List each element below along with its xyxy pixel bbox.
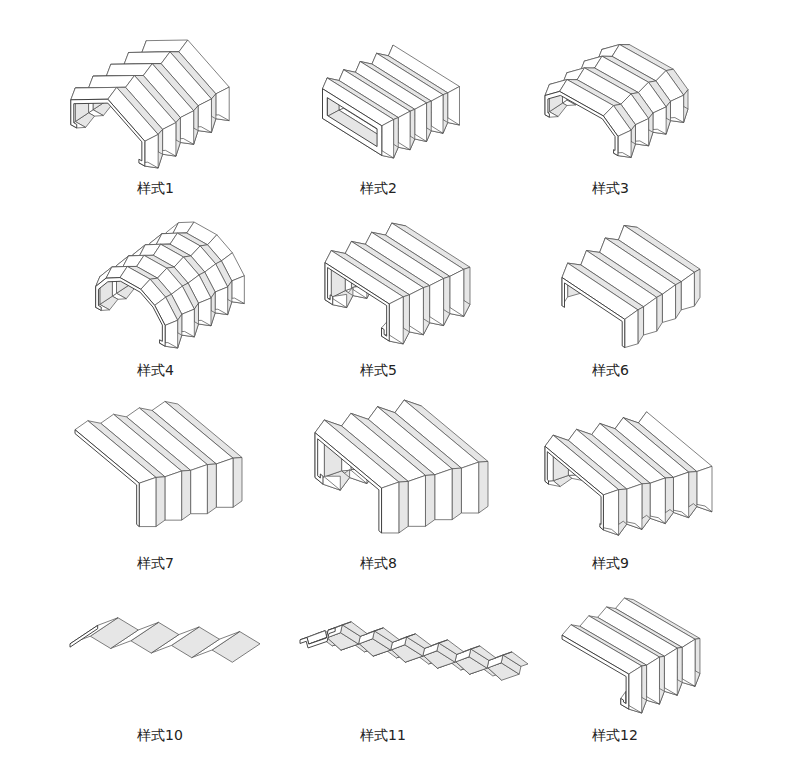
bellows-pleat: [182, 470, 191, 520]
bellows-end-frame: [325, 263, 389, 341]
bellows-pleat: [171, 627, 219, 658]
bellows-pleat: [562, 625, 642, 674]
bellows-pleat: [452, 468, 461, 520]
style-label: 样式4: [137, 361, 174, 379]
bellows-pleat: [191, 465, 208, 514]
bellows-pleat: [75, 421, 156, 484]
bellows-pleat: [664, 648, 677, 695]
bellows-pleat: [165, 471, 182, 520]
bellows-figure: [315, 400, 488, 533]
bellows-pleat: [625, 310, 638, 348]
style-label: 样式5: [360, 361, 397, 379]
bellows-figure: [75, 401, 242, 526]
bellows-figure: [71, 40, 229, 168]
bellows-pleat: [681, 272, 694, 310]
bellows-end-frame: [300, 628, 335, 648]
bellows-figure: [562, 225, 700, 347]
bellows-figure: [325, 223, 470, 344]
bellows-end-frame: [71, 99, 145, 166]
bellows-end-frame: [75, 430, 139, 527]
bellows-end-frame: [562, 278, 625, 348]
bellows-figure: [545, 412, 712, 535]
bellows-pleat: [325, 251, 403, 304]
bellows-pleat: [108, 87, 158, 141]
style-label: 样式11: [360, 726, 406, 744]
bellows-pleat: [638, 307, 644, 344]
bellows-figure: [70, 618, 260, 663]
style-label: 样式3: [592, 179, 629, 197]
bellows-end-frame: [70, 625, 98, 647]
bellows-pleat: [207, 464, 216, 514]
bellows-end-frame: [545, 446, 603, 530]
style-label: 样式10: [137, 726, 183, 744]
bellows-figure: [545, 45, 688, 158]
bellows-pleat: [461, 462, 478, 513]
bellows-pleat: [545, 435, 619, 495]
bellows-pleat: [425, 475, 434, 527]
bellows-end-frame: [96, 278, 165, 347]
bellows-figure: [300, 622, 528, 680]
bellows-pleat: [435, 469, 452, 520]
bellows-pleat: [233, 458, 242, 508]
bellows-pleat: [156, 477, 165, 527]
bellows-pleat: [682, 639, 695, 686]
bellows-pleat: [139, 477, 156, 526]
style-label: 样式8: [360, 554, 397, 572]
bellows-pleat: [408, 475, 425, 526]
bellows-pleat: [657, 294, 663, 331]
bellows-pleat: [644, 297, 657, 335]
bellows-pleat: [212, 632, 260, 663]
bellows-pleat: [629, 666, 642, 713]
bellows-pleat: [676, 282, 682, 319]
bellows-end-frame: [315, 433, 382, 533]
style-label: 样式9: [592, 554, 629, 572]
bellows-pleat: [647, 657, 660, 704]
bellows-pleat: [216, 458, 233, 507]
bellows-figure: [562, 598, 700, 713]
bellows-pleat: [90, 618, 138, 649]
bellows-pleat: [662, 285, 675, 323]
bellows-pleat: [399, 481, 408, 533]
bellows-pleat: [131, 622, 179, 653]
bellows-figure: [96, 222, 245, 348]
bellows-end-frame: [323, 89, 382, 156]
style-label: 样式6: [592, 361, 629, 379]
style-label: 样式12: [592, 726, 638, 744]
bellows-pleat: [479, 461, 488, 513]
style-label: 样式2: [360, 179, 397, 197]
style-label: 样式7: [137, 554, 174, 572]
bellows-pleat: [382, 482, 399, 533]
bellows-figure: [323, 45, 460, 158]
bellows-pleat: [562, 263, 638, 319]
bellows-end-frame: [562, 635, 629, 709]
style-label: 样式1: [137, 179, 174, 197]
bellows-end-frame: [545, 91, 618, 155]
bellows-pleat: [315, 420, 399, 488]
bellows-pleat: [694, 269, 700, 306]
